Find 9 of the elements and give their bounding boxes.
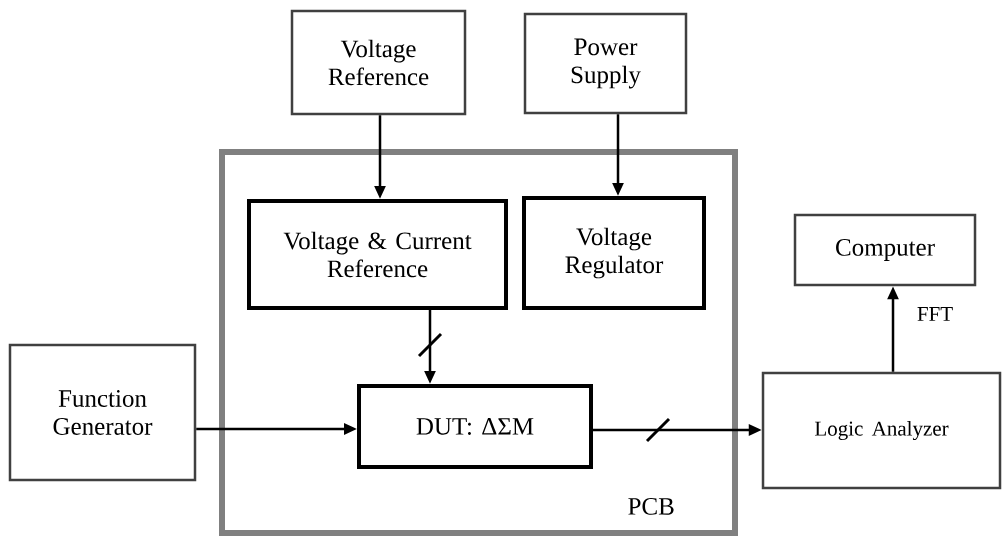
circuit-block: Voltage Regulator <box>522 196 706 310</box>
instrument-box: Voltage Reference <box>290 9 467 116</box>
instrument-box: Logic Analyzer <box>761 371 1002 490</box>
circuit-block: Voltage & Current Reference <box>247 199 508 310</box>
instrument-box: Computer <box>793 213 977 287</box>
instrument-box: Function Generator <box>8 343 197 482</box>
circuit-block: DUT: ΔΣM <box>357 384 593 469</box>
instrument-box: Power Supply <box>523 12 688 115</box>
edge-label: FFT <box>915 306 955 322</box>
